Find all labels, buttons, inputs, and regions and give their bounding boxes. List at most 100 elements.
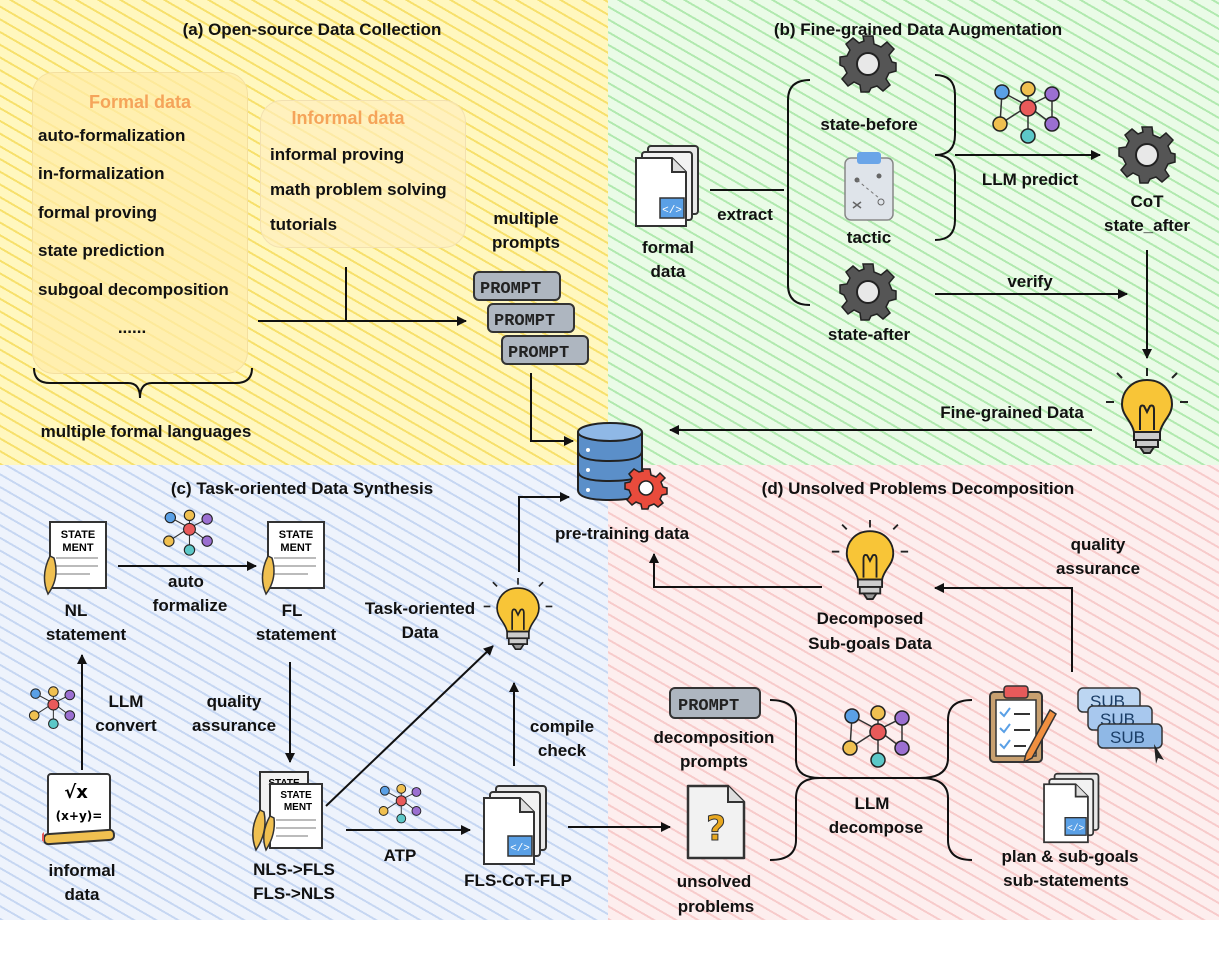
panel-b-title: (b) Fine-grained Data Augmentation	[773, 20, 1063, 39]
statement-glyph-text: MENT	[62, 542, 93, 554]
formal-item: formal proving	[38, 203, 158, 222]
quality-assurance-label: quality	[206, 692, 262, 711]
llm-decompose-label: LLM	[854, 794, 890, 813]
fls-cot-flp-label: FLS-CoT-FLP	[464, 871, 572, 890]
atp-label: ATP	[383, 846, 417, 865]
state-before-label: state-before	[820, 115, 918, 134]
prompt-text: PROMPT	[494, 312, 555, 331]
formal-item: auto-formalization	[38, 126, 186, 145]
auto-formalize-label: formalize	[152, 596, 228, 615]
tactic-label: tactic	[846, 228, 892, 247]
lightbulb-icon	[483, 578, 553, 650]
panel-d-title: (d) Unsolved Problems Decomposition	[761, 479, 1075, 498]
statement-glyph-text: STATE	[61, 529, 95, 541]
informal-data-label: informal	[48, 861, 116, 880]
svg-text:</>: </>	[662, 205, 682, 217]
quality-assurance-label: quality	[1070, 535, 1126, 554]
sub-goals-icon: SUB SUB SUB	[1077, 687, 1164, 764]
panel-c-title: (c) Task-oriented Data Synthesis	[170, 479, 434, 498]
nl-statement-label: statement	[45, 625, 127, 644]
llm-network-icon	[163, 509, 213, 556]
decomposed-data-label: Decomposed	[816, 609, 924, 628]
decomposed-to-pretraining	[649, 553, 822, 588]
llm-network-icon	[992, 81, 1060, 144]
informal-item: informal proving	[270, 145, 405, 164]
task-oriented-data-label: Task-oriented	[364, 599, 476, 618]
nl-statement-label: NL	[64, 601, 88, 620]
multiple-prompts-label: multiple	[493, 209, 559, 228]
prompt-text: PROMPT	[480, 280, 541, 299]
task-data-to-pretraining	[518, 492, 570, 572]
statement-glyph-text: MENT	[284, 802, 312, 813]
state-after-label: state-after	[827, 325, 911, 344]
nls-fls-label: FLS->NLS	[253, 884, 335, 903]
statement-glyph-text: STATE	[279, 529, 313, 541]
gear-icon	[1118, 126, 1176, 184]
prompt-icon: PROMPT	[669, 687, 761, 719]
formal-data-box	[32, 72, 248, 374]
nl-statement-icon: STATE MENT	[43, 521, 107, 596]
formal-item-ellipsis: ......	[117, 318, 147, 337]
formal-item: subgoal decomposition	[38, 280, 229, 299]
cot-label: state_after	[1104, 216, 1190, 235]
gear-icon	[839, 263, 897, 321]
llm-decompose-label: decompose	[828, 818, 924, 837]
arrow-prompts-to-pretraining	[530, 373, 574, 446]
extract-bracket	[787, 79, 811, 306]
task-oriented-data-label: Data	[401, 623, 439, 642]
svg-text:</>: </>	[1067, 823, 1085, 834]
multiple-formal-languages: multiple formal languages	[40, 422, 252, 441]
quality-assurance-label: assurance	[191, 716, 277, 735]
fine-grained-data-label: Fine-grained Data	[940, 403, 1084, 422]
unsolved-problems-label: unsolved	[676, 872, 752, 891]
cot-label: CoT	[1130, 192, 1164, 211]
decomposition-prompts-label: decomposition	[653, 728, 775, 747]
llm-predict-label: LLM predict	[981, 170, 1079, 189]
informal-glyph-text: √x	[64, 782, 88, 803]
informal-item: math problem solving	[270, 180, 447, 199]
informal-data-box	[260, 100, 466, 248]
plan-clipboard-icon	[989, 685, 1057, 764]
statement-glyph-text: MENT	[280, 542, 311, 554]
decomposition-prompts-label: prompts	[680, 752, 748, 771]
multiple-prompts-label: prompts	[492, 233, 560, 252]
tactic-clipboard-icon	[844, 152, 894, 221]
verify-label: verify	[1007, 272, 1053, 291]
informal-data-title: Informal data	[291, 108, 405, 128]
qa-d-arrow	[934, 583, 1073, 672]
formal-item: state prediction	[38, 241, 165, 260]
fl-statement-label: statement	[255, 625, 337, 644]
llm-convert-label: LLM	[108, 692, 144, 711]
prompt-text: PROMPT	[678, 697, 739, 716]
panel-b-background	[608, 0, 1219, 465]
question-mark-text: ?	[706, 809, 726, 849]
formal-data-label: formal	[642, 238, 694, 257]
plan-subgoals-label: plan & sub-goals	[1001, 847, 1139, 866]
llm-network-icon	[28, 686, 76, 730]
informal-item: tutorials	[270, 215, 338, 234]
prompt-text: PROMPT	[508, 344, 569, 363]
lightbulb-icon	[1106, 368, 1188, 454]
decomposed-data-label: Sub-goals Data	[808, 634, 932, 653]
llm-convert-label: convert	[95, 716, 157, 735]
formal-data-document-icon: </>	[635, 145, 699, 227]
sub-label-text: SUB	[1110, 728, 1145, 747]
nls-fls-documents-icon: STATE STATE MENT	[252, 771, 323, 852]
formal-item: in-formalization	[38, 164, 165, 183]
fl-statement-label: FL	[281, 601, 303, 620]
extract-label: extract	[717, 205, 773, 224]
unsolved-problems-label: problems	[677, 897, 755, 916]
prompt-stack-icon: PROMPT PROMPT PROMPT	[473, 271, 589, 365]
auto-formalize-label: auto	[168, 572, 204, 591]
statement-glyph-text: STATE	[280, 790, 312, 801]
unsolved-problem-icon: ?	[686, 784, 746, 860]
llm-network-icon	[378, 783, 422, 824]
formal-data-label: data	[650, 262, 686, 281]
llm-network-icon	[842, 705, 910, 768]
gear-icon	[839, 35, 897, 93]
fl-statement-icon: STATE MENT	[261, 521, 325, 596]
informal-math-icon: √x (x+y)=	[42, 773, 115, 846]
formal-data-title: Formal data	[88, 92, 192, 112]
